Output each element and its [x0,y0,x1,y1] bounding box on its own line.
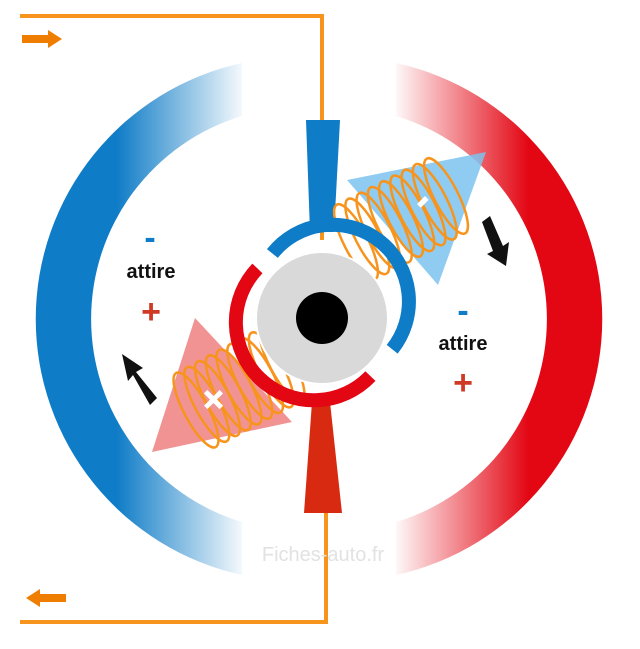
left-pole-plus-sign: + [141,293,161,331]
top-brush [306,120,340,232]
right-pole-attract-label: attire [439,333,488,355]
coil-winding-loop [366,185,413,264]
rotation-arrow-icon [482,216,509,266]
lower-coil [172,325,306,449]
coil-winding-loop [411,162,458,241]
bottom-brush [304,402,342,513]
right-pole-minus-sign: - [457,292,468,330]
coil-winding-loop [400,168,447,247]
coil-winding-loop [389,174,436,253]
rotation-arrow-icon [122,354,157,405]
commutator-red-segment [228,263,376,408]
commutator-blue-segment [266,217,416,354]
left-pole-attract-label: attire [127,261,176,283]
current-in-arrow-icon [22,30,62,48]
left-pole-minus-sign: - [144,219,155,257]
watermark: Fiches-auto.fr [262,544,385,566]
armature-coil-assembly: - + [152,152,486,452]
motor-shaft [296,292,348,344]
blue-stator-pole [35,63,242,575]
coil-winding-loop [344,197,391,276]
coil-winding-loop [377,179,425,259]
right-pole-plus-sign: + [453,364,473,402]
coil-winding-loop [422,156,470,236]
red-stator-pole [396,63,603,575]
current-out-arrow-icon [26,589,66,607]
